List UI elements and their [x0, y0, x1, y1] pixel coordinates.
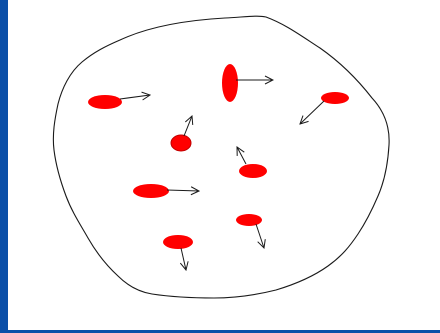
- frame-left-border: [0, 0, 8, 333]
- velocity-arrow-6: [167, 190, 199, 191]
- particle-6: [133, 184, 169, 198]
- particle-5: [239, 164, 267, 178]
- particle-4: [171, 135, 191, 151]
- arrows-group: [120, 80, 324, 270]
- drawing-canvas: [8, 0, 440, 330]
- velocity-arrow-4: [184, 116, 192, 136]
- particle-diagram: [8, 0, 440, 330]
- particle-3: [321, 92, 349, 104]
- boundary-outline: [53, 16, 389, 298]
- particle-2: [222, 64, 238, 102]
- velocity-arrow-7: [256, 224, 264, 248]
- velocity-arrow-8: [181, 248, 186, 270]
- particles-group: [88, 64, 349, 249]
- particle-7: [236, 214, 262, 226]
- velocity-arrow-3: [300, 101, 324, 124]
- particle-1: [88, 95, 122, 109]
- velocity-arrow-1: [120, 95, 150, 99]
- velocity-arrow-5: [237, 147, 246, 164]
- particle-8: [163, 235, 193, 249]
